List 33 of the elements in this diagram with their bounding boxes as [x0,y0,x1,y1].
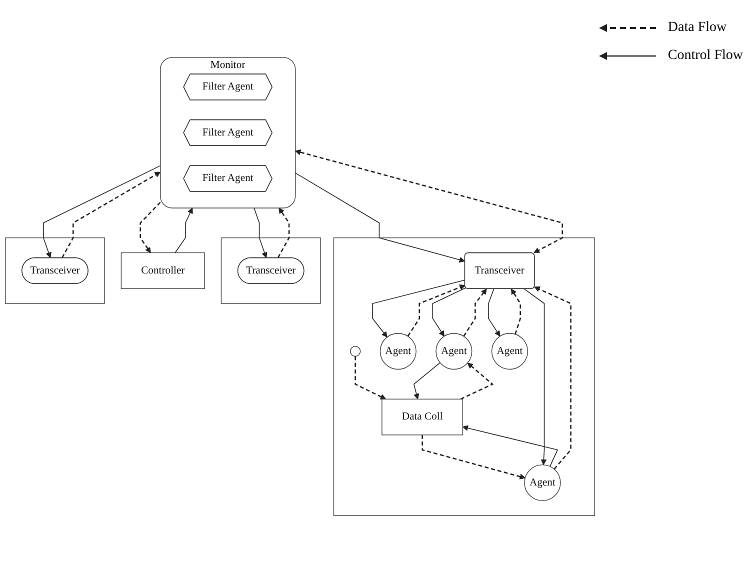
arrow [488,288,500,336]
arrow [354,356,386,400]
arrow [174,208,193,254]
arrow [295,149,564,253]
arrow [294,172,465,263]
arrow [407,284,466,337]
arrow [413,362,440,400]
arrow [432,287,466,336]
arrow [463,288,487,337]
node-circle: Agent [436,333,472,370]
node-circle: Agent [380,333,416,370]
arrow [254,208,268,258]
arrow [140,202,161,254]
node-box: Data Coll [382,398,464,436]
arrow [534,286,572,470]
legend-label: Data Flow [668,20,727,36]
arrow [524,288,547,466]
arrow [460,362,494,400]
arrow [372,280,466,338]
node-circle: Agent [491,333,528,370]
arrow [277,208,290,258]
legend-label: Control Flow [668,48,743,64]
arrow [462,425,558,467]
arrow [510,288,522,334]
arrow [422,434,526,480]
cluster [220,238,321,304]
node-circle: Agent [524,464,561,501]
arrow [43,165,161,258]
arrow [62,172,161,258]
node-box: Controller [120,252,205,289]
cluster [4,238,105,304]
node-ellipse [350,346,361,357]
cluster [333,238,596,516]
